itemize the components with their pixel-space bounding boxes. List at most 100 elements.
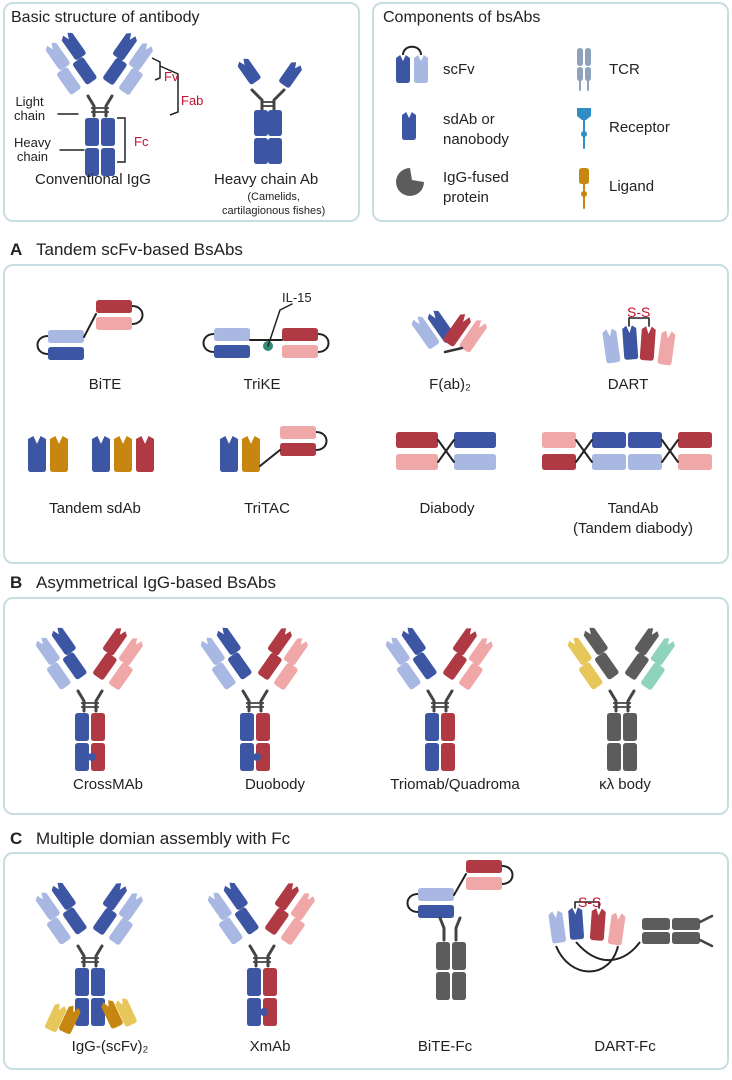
light-variable-left [385, 637, 410, 665]
component-sdab: sdAb or nanobody [443, 111, 509, 148]
fc-ch2-left [425, 713, 439, 741]
component-tcr: TCR [609, 61, 640, 78]
fc-ch3-left [75, 743, 89, 771]
fc-ch3-right [623, 743, 637, 771]
duobody [200, 627, 308, 771]
fab-label: Fab [181, 93, 204, 108]
bite-fc-ch3-right [452, 972, 466, 1000]
tandem-sdab-5 [136, 436, 154, 472]
fc-ch2-right [91, 713, 105, 741]
fab2-heavy-right-shape [443, 314, 471, 347]
light-constant-right-shape [281, 918, 305, 945]
scfv-vh [96, 300, 132, 313]
heavy-variable-left-shape [51, 627, 76, 655]
dart-fc-ss-label: S-S [578, 894, 602, 910]
fc-ch2-right [623, 713, 637, 741]
dart-vh-1-shape [622, 325, 639, 360]
fab2-light-left-shape [411, 316, 440, 349]
diabody-bottom-left-shape [396, 454, 438, 470]
knob-into-hole [253, 753, 261, 761]
light-constant-right [641, 663, 665, 690]
heavy-variable-right-shape [452, 628, 477, 656]
light-constant-right-shape [459, 663, 483, 690]
heavy-variable-left [216, 627, 241, 655]
scfv-vl [280, 443, 316, 456]
light-constant-right-shape [109, 918, 133, 945]
heavy-constant-right [93, 653, 117, 680]
fc-ch2-left-shape [607, 713, 621, 741]
light-constant-left [219, 917, 243, 945]
scfv-vl [418, 905, 454, 918]
dart-fc-ch3-top-shape [672, 918, 700, 930]
vhh-left [237, 58, 261, 85]
fab-bracket [159, 65, 179, 116]
heavy-variable-left-shape [583, 627, 608, 655]
heavy-constant-right-shape [258, 653, 282, 680]
tritac-linker [259, 449, 281, 467]
ligand-icon-head-shape [579, 168, 589, 184]
light-variable-left-shape [45, 42, 70, 70]
bite-fc-scfv-top [466, 860, 514, 890]
tandab-3-shape [592, 432, 626, 448]
light-variable-right-shape [468, 638, 493, 666]
tritac-sdab-2 [242, 436, 260, 472]
label-bite: BiTE [88, 376, 122, 393]
heavy-constant-left [63, 652, 87, 680]
sdab-icon-shape [402, 112, 416, 140]
dart-fc-vl-2 [607, 912, 626, 946]
dart-fc-ch2-top-shape [642, 918, 670, 930]
scfv-icon-vh-shape [396, 55, 410, 83]
fab2-light-left [411, 316, 440, 349]
light-variable-left-shape [207, 892, 232, 920]
fab2-light-right [459, 320, 487, 353]
heavy-constant-right-shape [625, 653, 649, 680]
hinge-left [76, 944, 86, 968]
scfv-vl-shape [466, 877, 502, 890]
hinge-right [266, 944, 276, 968]
knob-into-hole [260, 1008, 268, 1016]
heavy-chain-label: Heavy chain [14, 135, 51, 164]
trike-scfv-left [202, 328, 250, 358]
fc-ch3-left-shape [247, 998, 261, 1026]
fab2-hinge [443, 346, 464, 354]
heavy-constant-left-shape [413, 652, 437, 680]
tandem-sdab-3 [92, 436, 110, 472]
tandab-8-shape [678, 454, 712, 470]
components-icons [396, 45, 591, 209]
diabody-linker [437, 439, 455, 463]
panel-title-components: Components of bsAbs [383, 9, 541, 26]
dart-fc-linker [575, 941, 641, 961]
scfv-vh-shape [418, 888, 454, 901]
heavy-variable-left-shape [401, 627, 426, 655]
tritac-sdab-1-shape [220, 436, 238, 472]
fc-ch3-left-shape [607, 743, 621, 771]
heavy-constant-left-shape [228, 652, 252, 680]
tandab-1-shape [542, 432, 576, 448]
label-diabody: Diabody [419, 500, 475, 517]
dart-vl-1-shape [602, 328, 621, 364]
scfv-vh [48, 330, 84, 343]
dart-fc-ch2-bottom [642, 932, 670, 944]
light-constant-left-shape [579, 662, 603, 690]
fc-ch2-left [240, 713, 254, 741]
light-constant-right-shape [109, 663, 133, 690]
bite-fc-hinge [438, 916, 446, 942]
crossmab [35, 627, 143, 771]
scfv-vh [466, 860, 502, 873]
fc-ch2-left-shape [75, 713, 89, 741]
tandab-5 [628, 432, 662, 448]
scfv-vh-shape [280, 426, 316, 439]
light-constant-right-shape [641, 663, 665, 690]
scfv-linker [406, 893, 419, 913]
fc-ch2-left-shape [425, 713, 439, 741]
triomab [385, 627, 493, 771]
kappa-lambda-body [567, 627, 675, 771]
fc-ch2-right-shape [91, 968, 105, 996]
conventional-igg-label: Conventional IgG [35, 171, 151, 188]
scfv-linker [36, 335, 49, 355]
bite-fc-ch3-right-shape [452, 972, 466, 1000]
il15-label: IL-15 [282, 290, 312, 305]
label-bite-fc: BiTE-Fc [417, 1038, 473, 1055]
scfv-linker [317, 333, 330, 353]
